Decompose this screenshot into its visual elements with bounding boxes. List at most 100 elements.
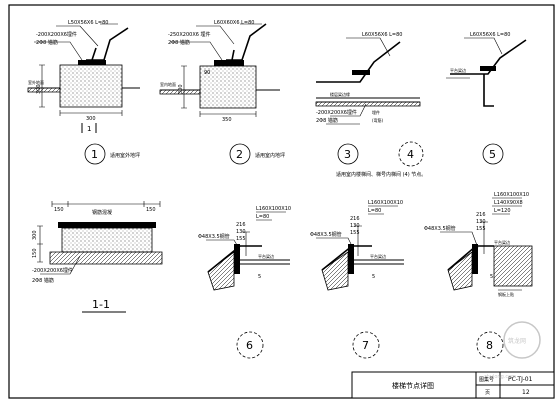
embed-plate — [214, 60, 244, 66]
hatch-fill — [321, 251, 349, 291]
stair-stringer — [86, 27, 129, 61]
slab — [61, 227, 153, 253]
detail-number-circle — [337, 143, 359, 165]
platform-label: 平台梁边 — [450, 67, 466, 73]
detail-6: L160X100X10 L=80 Φ48X3.5钢管 216 130 155 平… — [198, 206, 291, 359]
detail-number-circle — [236, 331, 264, 359]
embed-plate — [352, 70, 370, 75]
angle-label-1: L160X100X10 — [494, 192, 529, 198]
floor-label: 室内地面 — [160, 81, 176, 87]
label-page: 页 — [485, 390, 490, 396]
detail-number: 2 — [236, 148, 243, 161]
hatch-ground — [159, 89, 201, 95]
angle-label: L160X100X10 — [256, 206, 291, 212]
rod-label: Φ48X3.5钢管 — [310, 231, 342, 238]
length-label: L=80 — [256, 214, 269, 220]
embed-label: -250X200X6 埋件 — [168, 31, 211, 38]
dim-width: 300 — [86, 116, 96, 122]
page-number: 12 — [522, 389, 530, 396]
detail-8: L160X100X10 L140X90X8 L=120 Φ48X3.5钢管 21… — [424, 192, 533, 359]
concrete-block — [199, 65, 257, 109]
dim-2: 130 — [350, 223, 360, 229]
dim-small: 5 — [372, 274, 375, 280]
platform-beam — [354, 259, 404, 265]
dim-3: 155 — [236, 236, 246, 242]
hatch-beam — [315, 101, 421, 107]
detail-1: L50X56X6 L=80 -200X200X6埋件 2Φ8 锚筋 室外地面 3… — [27, 20, 140, 165]
platform-label: 平台梁边 — [258, 253, 274, 259]
dim-2: 130 — [236, 229, 246, 235]
floor-label: 室外地面 — [28, 79, 44, 85]
detail-2: L60X60X6 L=80 -250X200X6 埋件 2Φ8 锚筋 室内地面 … — [159, 20, 285, 165]
rod-label: Φ48X3.5钢管 — [198, 233, 230, 240]
leader-lines — [446, 37, 503, 79]
dimension-lines — [37, 201, 161, 263]
platform-label: 平台梁边 — [494, 239, 510, 245]
watermark-brand: zhulong.com — [484, 374, 516, 380]
edge-label: 楼层梁边缘 — [330, 91, 350, 97]
slab-label: 钢筋混凝 — [92, 209, 112, 216]
embed-label: -200X200X6埋件 — [32, 267, 73, 274]
detail-number: 1 — [91, 148, 98, 161]
dim-1: 216 — [350, 216, 360, 222]
dim-h1: 300 — [32, 230, 38, 240]
dimension-lines — [354, 225, 362, 256]
drawing-title: 楼梯节点详图 — [392, 381, 434, 390]
dim-small: 5 — [258, 274, 261, 280]
base-hatch — [49, 251, 163, 265]
detail-number: 3 — [344, 148, 351, 161]
detail-number-circle — [398, 141, 424, 167]
detail-number-circle — [84, 143, 106, 165]
anchor-label: 2Φ8 锚筋 — [316, 117, 338, 124]
anchor-label: 2Φ8 锚筋 — [168, 39, 190, 46]
section-1-1: 150 钢筋混凝 150 300 150 -200X200X6埋件 2Φ8 锚筋… — [32, 201, 163, 313]
leader-lines — [206, 211, 286, 251]
section-mark-line — [81, 123, 97, 133]
leader-lines — [170, 23, 262, 61]
watermark-logo — [503, 321, 541, 359]
hatch-fill — [207, 251, 235, 291]
angle-section — [348, 244, 354, 274]
dim-left: 150 — [54, 207, 64, 213]
hatch-fill — [447, 251, 473, 291]
section-mark: 1 — [87, 125, 91, 133]
detail-number: 6 — [246, 339, 253, 352]
stair-stringer — [226, 23, 267, 61]
angle-label-2: L140X90X8 — [494, 200, 523, 206]
embed-plate — [58, 222, 156, 228]
leader-lines — [440, 197, 522, 291]
title-block: 楼梯节点详图 图集号 PC-TJ-01 页 12 — [351, 371, 555, 399]
detail-5: L60X56X6 L=80 平台梁边 5 — [446, 32, 527, 165]
angle-label: L60X56X6 L=80 — [470, 32, 510, 38]
angle-section — [234, 244, 240, 274]
anchor-label: 2Φ8 锚筋 — [32, 277, 54, 284]
angle-label: L60X60X6 L=80 — [214, 20, 254, 26]
dimension-lines — [242, 231, 250, 256]
dim-height: 300 — [36, 84, 42, 94]
dim-top: 90 — [204, 70, 210, 76]
detail-number: 8 — [486, 339, 493, 352]
platform-beam — [483, 74, 494, 107]
section-title: 1-1 — [92, 298, 110, 311]
embed-plate — [78, 60, 106, 65]
title-block-grid — [475, 372, 554, 398]
dim-2: 130 — [476, 219, 486, 225]
anchor-label: 2Φ8 锚筋 — [36, 39, 58, 46]
bent-label: (弯筋) — [372, 117, 384, 123]
angle-label: L160X100X10 — [368, 200, 403, 206]
dim-height: 300 — [178, 84, 184, 94]
dimension-lines — [480, 221, 488, 254]
embed-label: -200X200X6埋件 — [36, 31, 77, 38]
leader-lines — [40, 255, 81, 275]
dim-1: 216 — [476, 212, 486, 218]
detail-caption: 适用室内地坪 — [255, 152, 285, 159]
wall-block — [493, 245, 533, 287]
embed-plate — [480, 66, 496, 71]
label-drawing-no: 图集号 — [479, 376, 494, 383]
detail-number: 5 — [489, 148, 496, 161]
detail-7: L160X100X10 L=80 Φ48X3.5钢管 216 130 155 平… — [310, 200, 404, 359]
drawing-no: PC-TJ-01 — [508, 376, 533, 383]
length-label: L=120 — [494, 208, 511, 214]
concrete-block — [59, 64, 123, 108]
